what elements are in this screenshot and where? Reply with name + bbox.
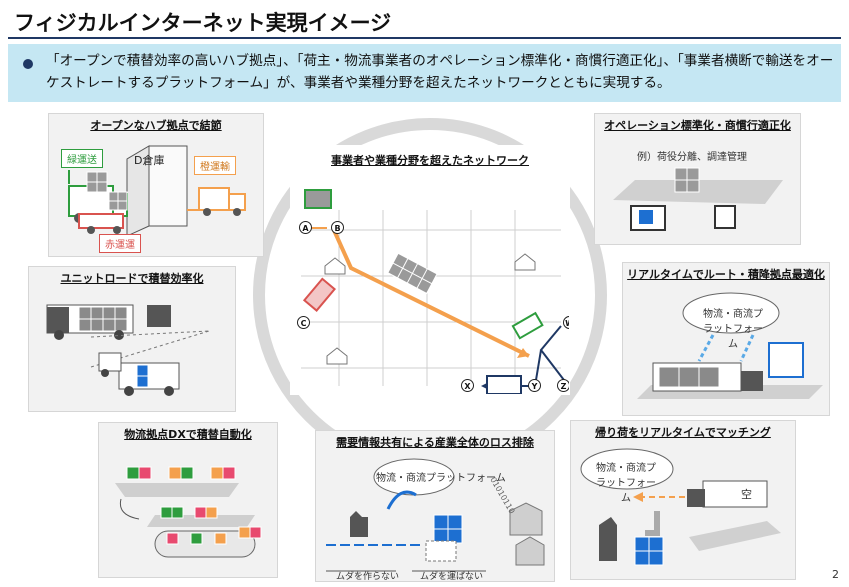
network-diagram (301, 189, 568, 394)
panel-operation-title: オペレーション標準化・商慣行適正化 (604, 119, 791, 132)
panel-return-cargo-title: 帰り荷をリアルタイムでマッチング (595, 426, 771, 439)
node-c: C (297, 316, 310, 329)
page-number: 2 (832, 568, 839, 581)
panel-operation: オペレーション標準化・商慣行適正化 例）荷役分離、調達管理 (594, 113, 801, 245)
return-cargo-diagram (580, 448, 781, 566)
realtime-platform-label: 物流・商流プラットフォーム (703, 309, 763, 350)
panel-demand-title: 需要情報共有による産業全体のロス排除 (336, 436, 534, 449)
panel-return-cargo: 帰り荷をリアルタイムでマッチング 物流・商流プラットフォーム 空 (570, 420, 796, 580)
panel-network-title: 事業者や業種分野を超えたネットワーク (331, 154, 529, 167)
summary-text: 「オープンで積替効率の高いハブ拠点」、「荷主・物流事業者のオペレーション標準化・… (46, 53, 834, 91)
demand-diagram (326, 458, 545, 572)
unit-load-diagram (46, 304, 210, 396)
warehouse-label: D倉庫 (134, 154, 165, 167)
node-y: Y (528, 379, 541, 392)
operation-diagram (613, 167, 783, 231)
node-a: A (299, 221, 312, 234)
node-x: X (461, 379, 474, 392)
return-platform-label: 物流・商流プラットフォーム (596, 463, 656, 504)
empty-label: 空 (741, 488, 752, 501)
orange-carrier-label: 橙運輸 (194, 156, 236, 175)
panel-dx: 物流拠点DXで積替自動化 (98, 422, 278, 578)
node-b: B (331, 221, 344, 234)
realtime-route-diagram (637, 292, 823, 399)
waste-right-label: ムダを運ばない (420, 572, 484, 582)
node-w: W (563, 316, 569, 329)
demand-platform-label: 物流・商流プラットフォーム (376, 473, 506, 484)
panel-hub: オープンなハブ拠点で結節 緑運送 D倉庫 橙運輸 赤運運 (48, 113, 264, 257)
panel-dx-title: 物流拠点DXで積替自動化 (124, 428, 252, 441)
panel-unit-load: ユニットロードで積替効率化 (28, 266, 236, 412)
red-carrier-label: 赤運運 (99, 234, 141, 253)
panel-realtime-route: リアルタイムでルート・積降拠点最適化 物流・商流プラットフォーム (622, 262, 830, 416)
node-z: Z (557, 379, 569, 392)
bullet-icon (23, 59, 33, 69)
waste-left-label: ムダを作らない (336, 572, 400, 582)
green-carrier-label: 緑運送 (61, 149, 103, 168)
panel-network: 事業者や業種分野を超えたネットワーク A B C W X Y Z (290, 145, 570, 395)
panel-realtime-route-title: リアルタイムでルート・積降拠点最適化 (627, 268, 825, 281)
dx-diagram (115, 466, 262, 558)
operation-example: 例）荷役分離、調達管理 (637, 152, 747, 163)
title-underline (8, 37, 841, 39)
page-title: フィジカルインターネット実現イメージ (14, 11, 392, 35)
panel-demand: 需要情報共有による産業全体のロス排除 物流・商流プラットフォーム 0101011… (315, 430, 555, 582)
hub-diagram (68, 145, 246, 237)
panel-hub-title: オープンなハブ拠点で結節 (90, 119, 222, 132)
summary-banner (8, 44, 841, 102)
panel-unit-load-title: ユニットロードで積替効率化 (60, 272, 204, 285)
